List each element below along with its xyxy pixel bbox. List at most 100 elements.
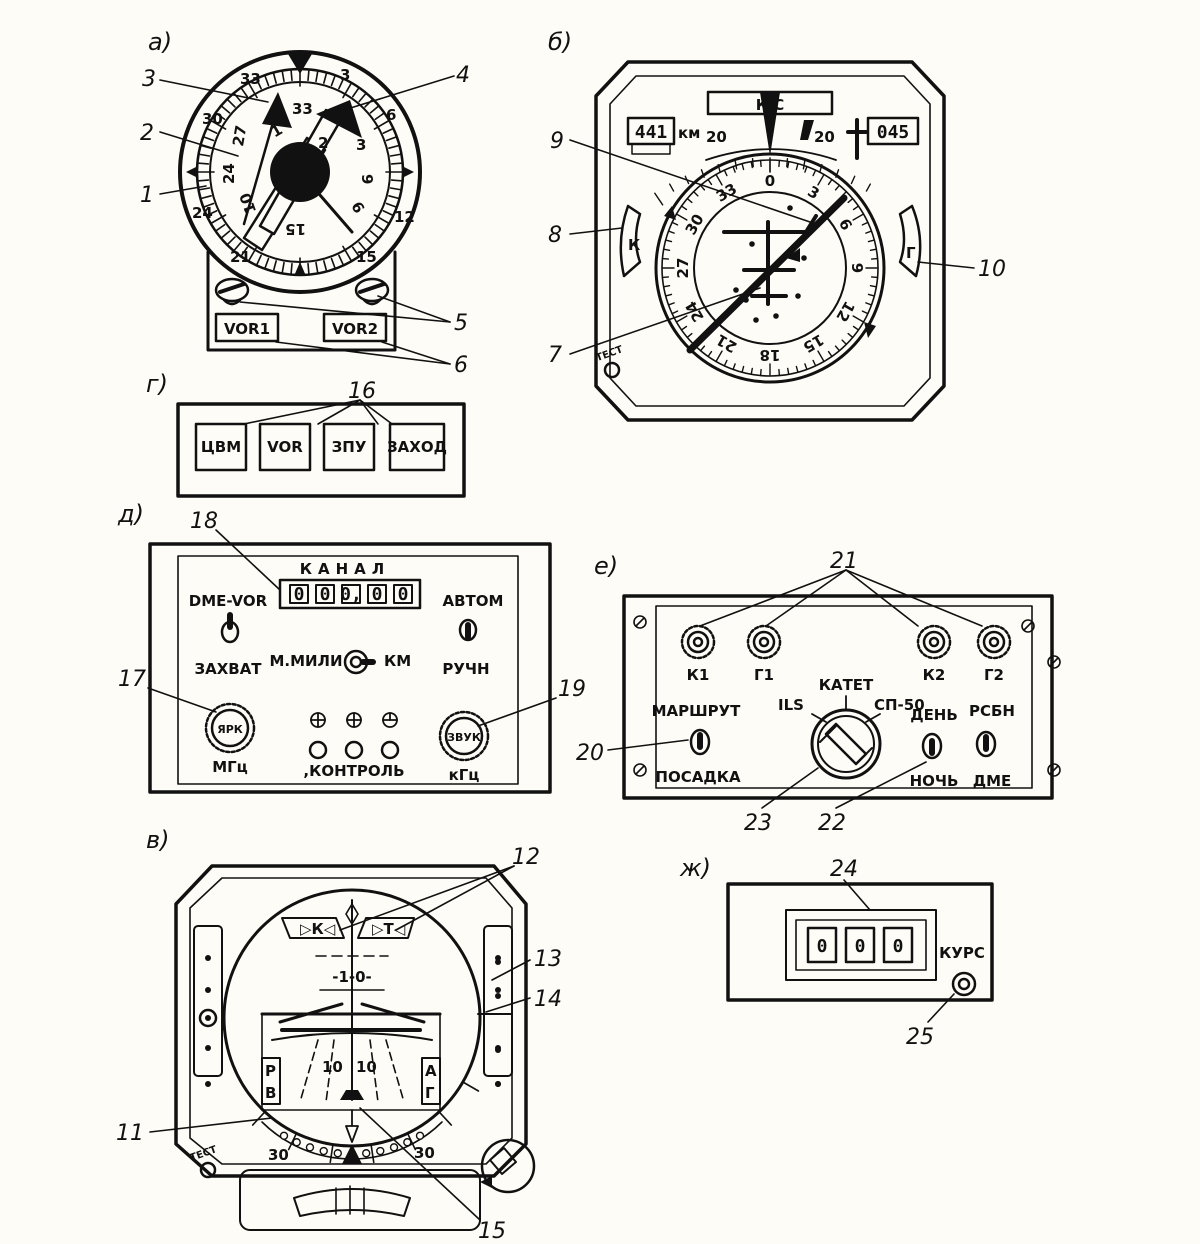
rmi-outer-15: 15 [356, 248, 377, 266]
hsi-test-button[interactable] [603, 361, 621, 379]
rmi-inner-9: 9 [358, 174, 376, 184]
callout-5: 5 [454, 311, 468, 336]
panel-d-caption: д) [117, 500, 144, 528]
course-knob[interactable] [951, 971, 977, 997]
rmi-knob-left[interactable] [214, 277, 250, 306]
callout-9: 9 [550, 129, 564, 154]
capture-label: ЗАХВАТ [194, 660, 262, 678]
dimmer-knob-г1[interactable] [746, 624, 782, 660]
auto-manual-toggle[interactable] [458, 618, 478, 642]
sp50-label: СП-50 [874, 696, 925, 714]
course-digit: 0 [855, 936, 866, 957]
rmi-inner-24: 24 [220, 163, 238, 184]
svg-text:ЗПУ: ЗПУ [332, 438, 367, 456]
rmi-outer-ring [178, 50, 422, 294]
channel-label: КАНАЛ [300, 560, 391, 578]
vor-button[interactable]: VOR [258, 422, 312, 472]
rmi-inner-15: 15 [285, 220, 306, 238]
panel-g-mode-selector: г) ЦВМ VOR ЗПУ ЗАХОД [146, 370, 466, 498]
rmi-outer-6: 6 [386, 106, 396, 124]
adi-flag-k: ▷К◁ [300, 920, 336, 938]
dimmer-knob-к1[interactable] [680, 624, 716, 660]
svg-text:VOR2: VOR2 [332, 320, 378, 338]
hsi-top-scale-left: 20 [706, 128, 727, 146]
day-label: ДЕНЬ [910, 706, 958, 724]
adi-bank-30-left: 30 [268, 1146, 289, 1164]
adi-bezel [174, 864, 528, 1178]
callout-6: 6 [454, 353, 468, 378]
hsi-dial-label: 6 [835, 215, 856, 233]
route-landing-toggle[interactable] [689, 728, 711, 756]
callout-3: 3 [142, 67, 156, 92]
adi-pitch-10: -1-0- [332, 968, 372, 986]
rmi-outer-33: 33 [240, 70, 261, 88]
rsbn-dme-toggle[interactable] [975, 730, 997, 758]
leader-lines [147, 75, 983, 1221]
rmi-center-hub [270, 142, 330, 202]
callout-24: 24 [830, 857, 858, 882]
brightness-knob[interactable]: ЯРК [204, 702, 256, 754]
course-digit: 0 [893, 936, 904, 957]
callout-22: 22 [818, 811, 846, 836]
vor1-button[interactable]: VOR1 [214, 312, 280, 343]
callout-4: 4 [456, 63, 470, 88]
adi-side-r: Р [265, 1062, 276, 1080]
night-label: НОЧЬ [910, 772, 959, 790]
mode-selector-knob[interactable] [810, 708, 882, 780]
adi-side-v: В [265, 1084, 276, 1102]
dimmer-label: К1 [687, 666, 710, 684]
rmi-outer-12: 12 [394, 208, 415, 226]
control-lamp-2[interactable] [344, 740, 364, 760]
course-digit: 0 [817, 936, 828, 957]
dme-vor-toggle[interactable] [220, 612, 240, 644]
zpu-button[interactable]: ЗПУ [322, 422, 376, 472]
units-toggle[interactable] [343, 649, 376, 675]
hsi-dial-label: 3 [804, 182, 822, 203]
hsi-dial-label: 15 [800, 330, 827, 356]
panel-e-caption: е) [594, 552, 618, 580]
callout-15: 15 [478, 1219, 506, 1244]
course-label: КУРС [939, 944, 985, 962]
callout-14: 14 [534, 987, 562, 1012]
callout-1: 1 [140, 183, 154, 208]
katet-label: КАТЕТ [819, 676, 874, 694]
adi-bank-30-right: 30 [414, 1144, 435, 1162]
approach-button[interactable]: ЗАХОД [387, 422, 447, 472]
adi-test-label: ТЕСТ [189, 1144, 219, 1164]
callout-19: 19 [558, 677, 586, 702]
channel-digit: 0 [372, 584, 383, 605]
channel-digit: 0 [398, 584, 409, 605]
svg-text:VOR1: VOR1 [224, 320, 270, 338]
rmi-outer-30: 30 [202, 110, 223, 128]
control-lamp-3[interactable] [380, 740, 400, 760]
callout-7: 7 [548, 343, 562, 368]
control-label: ,КОНТРОЛЬ [303, 762, 404, 780]
rmi-outer-21: 21 [230, 248, 251, 266]
day-night-toggle[interactable] [921, 732, 943, 760]
dimmer-knob-г2[interactable] [976, 624, 1012, 660]
panel-a-rmi: а) 33 3 6 12 15 21 24 30 33 27 24 10 3 9 [148, 28, 422, 352]
hsi-flag-g: Г [906, 244, 916, 262]
rmi-outer-24: 24 [192, 204, 213, 222]
volume-label: ЗВУК [447, 731, 481, 744]
dimmer-label: Г1 [754, 666, 774, 684]
adi-test-button[interactable] [199, 1161, 217, 1179]
hsi-lubber-line [760, 92, 780, 156]
svg-text:VOR: VOR [267, 438, 303, 456]
volume-knob[interactable]: ЗВУК [438, 710, 490, 762]
km-label: КМ [384, 652, 411, 670]
hsi-bezel [594, 60, 946, 422]
adi-left-knob[interactable] [198, 1008, 218, 1028]
rmi-knob-right[interactable] [354, 277, 390, 306]
landing-label: ПОСАДКА [655, 768, 741, 786]
adi-pitch-adjust-knob[interactable] [480, 1138, 536, 1194]
hsi-dial-label: 9 [848, 263, 866, 273]
dimmer-knob-к2[interactable] [916, 624, 952, 660]
control-lamp-1[interactable] [308, 740, 328, 760]
nm-label: М.МИЛИ [269, 652, 342, 670]
vor2-button[interactable]: VOR2 [322, 312, 388, 343]
channel-display [278, 578, 422, 610]
tsvm-button[interactable]: ЦВМ [194, 422, 248, 472]
